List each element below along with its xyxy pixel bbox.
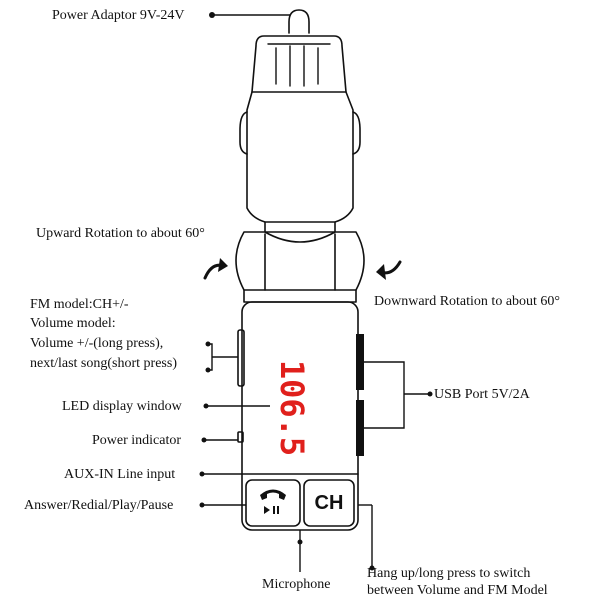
leader-volume [208, 343, 238, 371]
label-next-last: next/last song(short press) [30, 356, 177, 371]
answer-button[interactable] [245, 479, 301, 527]
label-upward-rotation: Upward Rotation to about 60° [36, 226, 205, 241]
ch-button-label: CH [315, 492, 344, 514]
plug-body [246, 91, 354, 223]
ch-button[interactable] [303, 479, 355, 527]
play-pause-icon [264, 506, 279, 514]
plug-tip [288, 9, 310, 34]
label-hangup-line1: Hang up/long press to switch [367, 566, 531, 581]
label-power-indicator: Power indicator [92, 433, 182, 448]
label-downward-rotation: Downward Rotation to about 60° [374, 294, 561, 309]
plug-grooves [267, 43, 331, 87]
label-microphone: Microphone [262, 577, 331, 592]
label-volume-model: Volume model: [30, 316, 116, 331]
leader-usb [364, 361, 430, 429]
label-hangup-line2: between Volume and FM Model [367, 583, 548, 598]
side-contact-right [352, 111, 361, 155]
power-indicator-dot [237, 431, 244, 443]
side-button[interactable] [237, 329, 245, 387]
label-aux-in: AUX-IN Line input [64, 467, 176, 482]
phone-icon [260, 489, 286, 500]
label-fm-model: FM model:CH+/- [30, 297, 129, 312]
usb-port-upper [356, 334, 364, 390]
swivel-joint [235, 231, 365, 291]
label-usb-port: USB Port 5V/2A [434, 387, 530, 402]
label-power-adaptor: Power Adaptor 9V-24V [52, 8, 185, 23]
side-contact-left [239, 111, 248, 155]
label-led-window: LED display window [62, 399, 182, 414]
label-volume-long: Volume +/-(long press), [30, 336, 164, 351]
usb-port-lower [356, 400, 364, 456]
led-display: 106.5 [273, 360, 311, 456]
label-answer: Answer/Redial/Play/Pause [24, 498, 174, 513]
